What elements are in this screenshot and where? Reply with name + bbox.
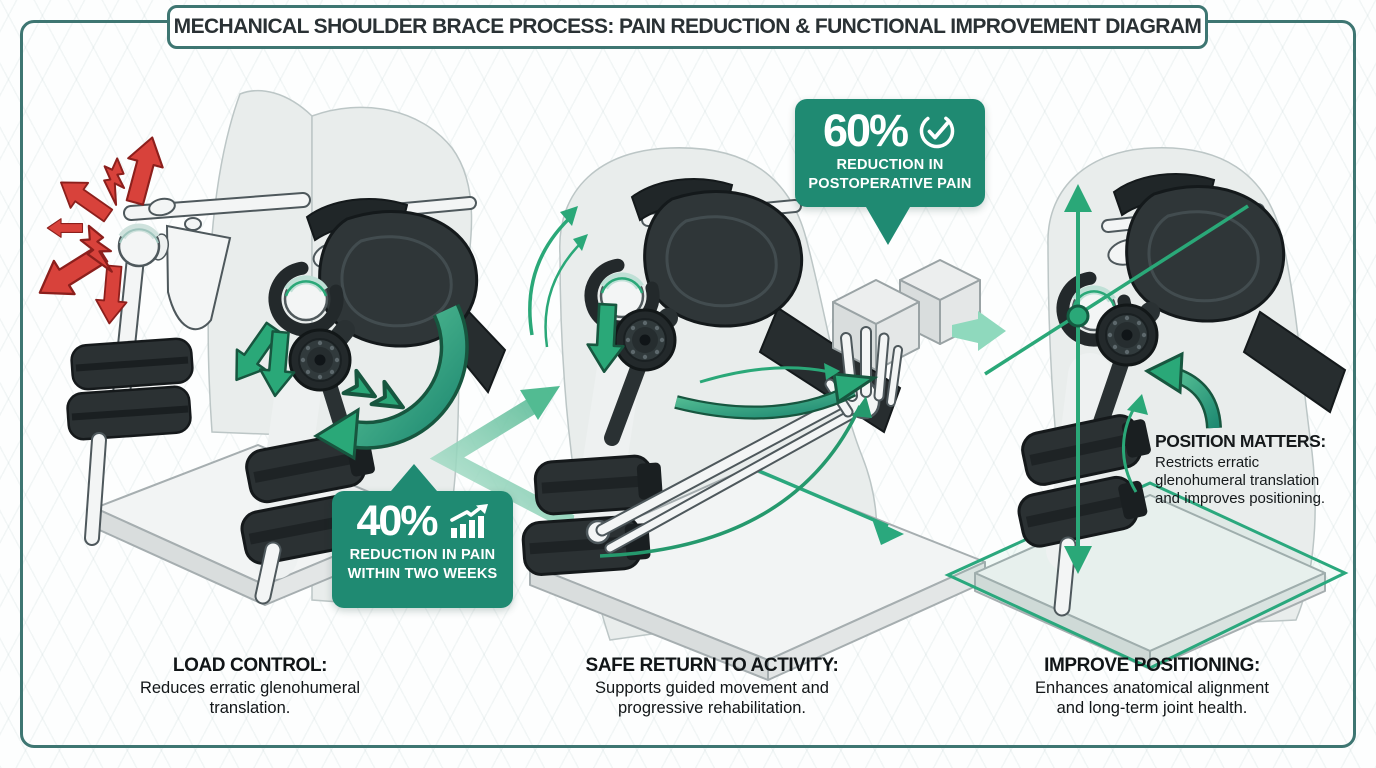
illustration-pain-shoulder [28, 131, 311, 546]
caption-body: Enhances anatomical alignment and long-t… [1035, 679, 1269, 717]
note-body: Restricts erratic glenohumeral translati… [1155, 454, 1326, 507]
caption-heading: IMPROVE POSITIONING: [1044, 655, 1260, 676]
caption-improve-positioning: IMPROVE POSITIONING: Enhances anatomical… [985, 655, 1319, 719]
alignment-axes [984, 184, 1249, 574]
badge-60-line2: POSTOPERATIVE PAIN [808, 176, 972, 193]
caption-heading: SAFE RETURN TO ACTIVITY: [585, 655, 839, 676]
skeletal-hand [824, 326, 903, 418]
illustration-guided-movement [518, 177, 981, 582]
illustration-braced-shoulder [221, 196, 507, 605]
flow-guide-arrow [751, 466, 904, 545]
badge-60-callout: 60% REDUCTION IN POSTOPERATIVE PAIN [795, 99, 985, 245]
transition-mint-arrow [952, 311, 1006, 351]
cartilage-cap [118, 223, 160, 244]
brace-hinge-dial [288, 328, 352, 392]
position-matters-note: POSITION MATTERS: Restricts erratic glen… [1155, 431, 1355, 508]
badge-40-value: 40% [356, 497, 438, 545]
page-title: MECHANICAL SHOULDER BRACE PROCESS: PAIN … [173, 15, 1202, 38]
caption-heading: LOAD CONTROL: [172, 655, 328, 676]
caption-body: Supports guided movement and progressive… [595, 679, 829, 717]
joint-center-dot [1066, 304, 1090, 328]
caption-safe-return: SAFE RETURN TO ACTIVITY: Supports guided… [545, 655, 879, 719]
check-circle-icon [919, 113, 955, 148]
brace-strap [1242, 310, 1347, 414]
brace-hinge-dial [613, 308, 677, 372]
illustration-alignment [984, 172, 1347, 617]
title-bar: MECHANICAL SHOULDER BRACE PROCESS: PAIN … [167, 5, 1208, 49]
trend-up-chart-icon [449, 503, 488, 538]
badge-60-value: 60% [822, 105, 909, 156]
badge-40-line2: WITHIN TWO WEEKS [347, 566, 498, 583]
note-heading: POSITION MATTERS: [1155, 431, 1326, 451]
caption-load-control: LOAD CONTROL: Reduces erratic glenohumer… [85, 655, 415, 719]
badge-40-pointer [391, 464, 437, 491]
caption-body: Reduces erratic glenohumeral translation… [139, 679, 361, 717]
badge-40-line1: REDUCTION IN PAIN [349, 547, 496, 563]
badge-40-callout: 40% REDUCTION IN PAIN WITHIN TWO WEEKS [332, 464, 513, 608]
badge-60-pointer [866, 207, 910, 245]
badge-60-line1: REDUCTION IN [836, 157, 944, 173]
brace-hinge-dial [1095, 303, 1159, 367]
arm-cuff [66, 337, 194, 441]
blocks [832, 259, 981, 371]
guided-movement-arrows [528, 206, 879, 558]
rotation-arrow [313, 303, 469, 461]
